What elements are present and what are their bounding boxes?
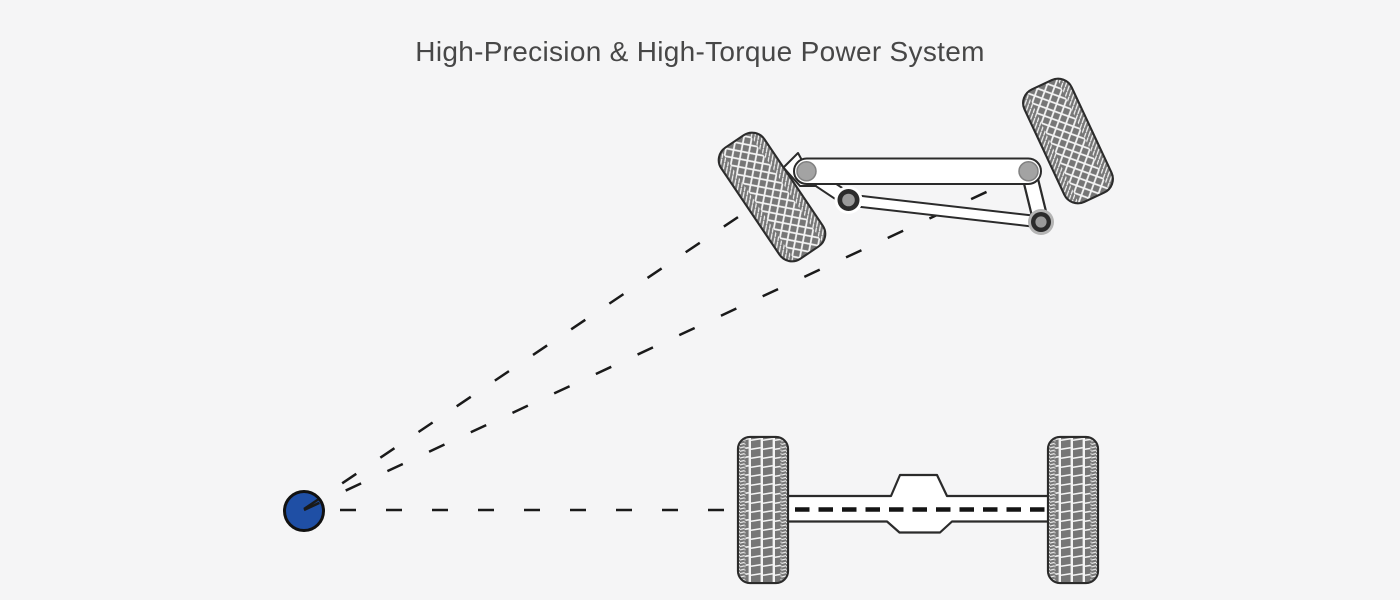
tie-rod <box>842 193 1048 229</box>
kingpin-right <box>1018 161 1039 182</box>
wheel-front-left <box>714 128 830 266</box>
page-title: High-Precision & High-Torque Power Syste… <box>415 36 985 67</box>
wheel-front-right-tread <box>1019 75 1117 207</box>
guide-line-outer-wheel <box>303 179 1011 512</box>
wheel-rear-right-tread <box>1049 438 1097 582</box>
joint-middle <box>834 186 863 214</box>
wheel-front-right <box>1019 75 1117 207</box>
wheel-rear-right <box>1046 435 1100 585</box>
turn-center-dot <box>283 490 325 532</box>
guide-line-inner-wheel <box>303 205 754 511</box>
drag-link-bar <box>793 157 1042 185</box>
wheel-rear-left <box>736 435 790 585</box>
kingpin-left <box>796 161 817 182</box>
wheel-rear-left-tread <box>739 438 787 582</box>
axle-housing <box>785 473 1051 534</box>
joint-lower-right <box>1028 209 1054 235</box>
wheel-front-left-tread <box>714 128 830 266</box>
rear-axle-assembly <box>736 435 1100 585</box>
steering-assembly <box>714 75 1117 266</box>
